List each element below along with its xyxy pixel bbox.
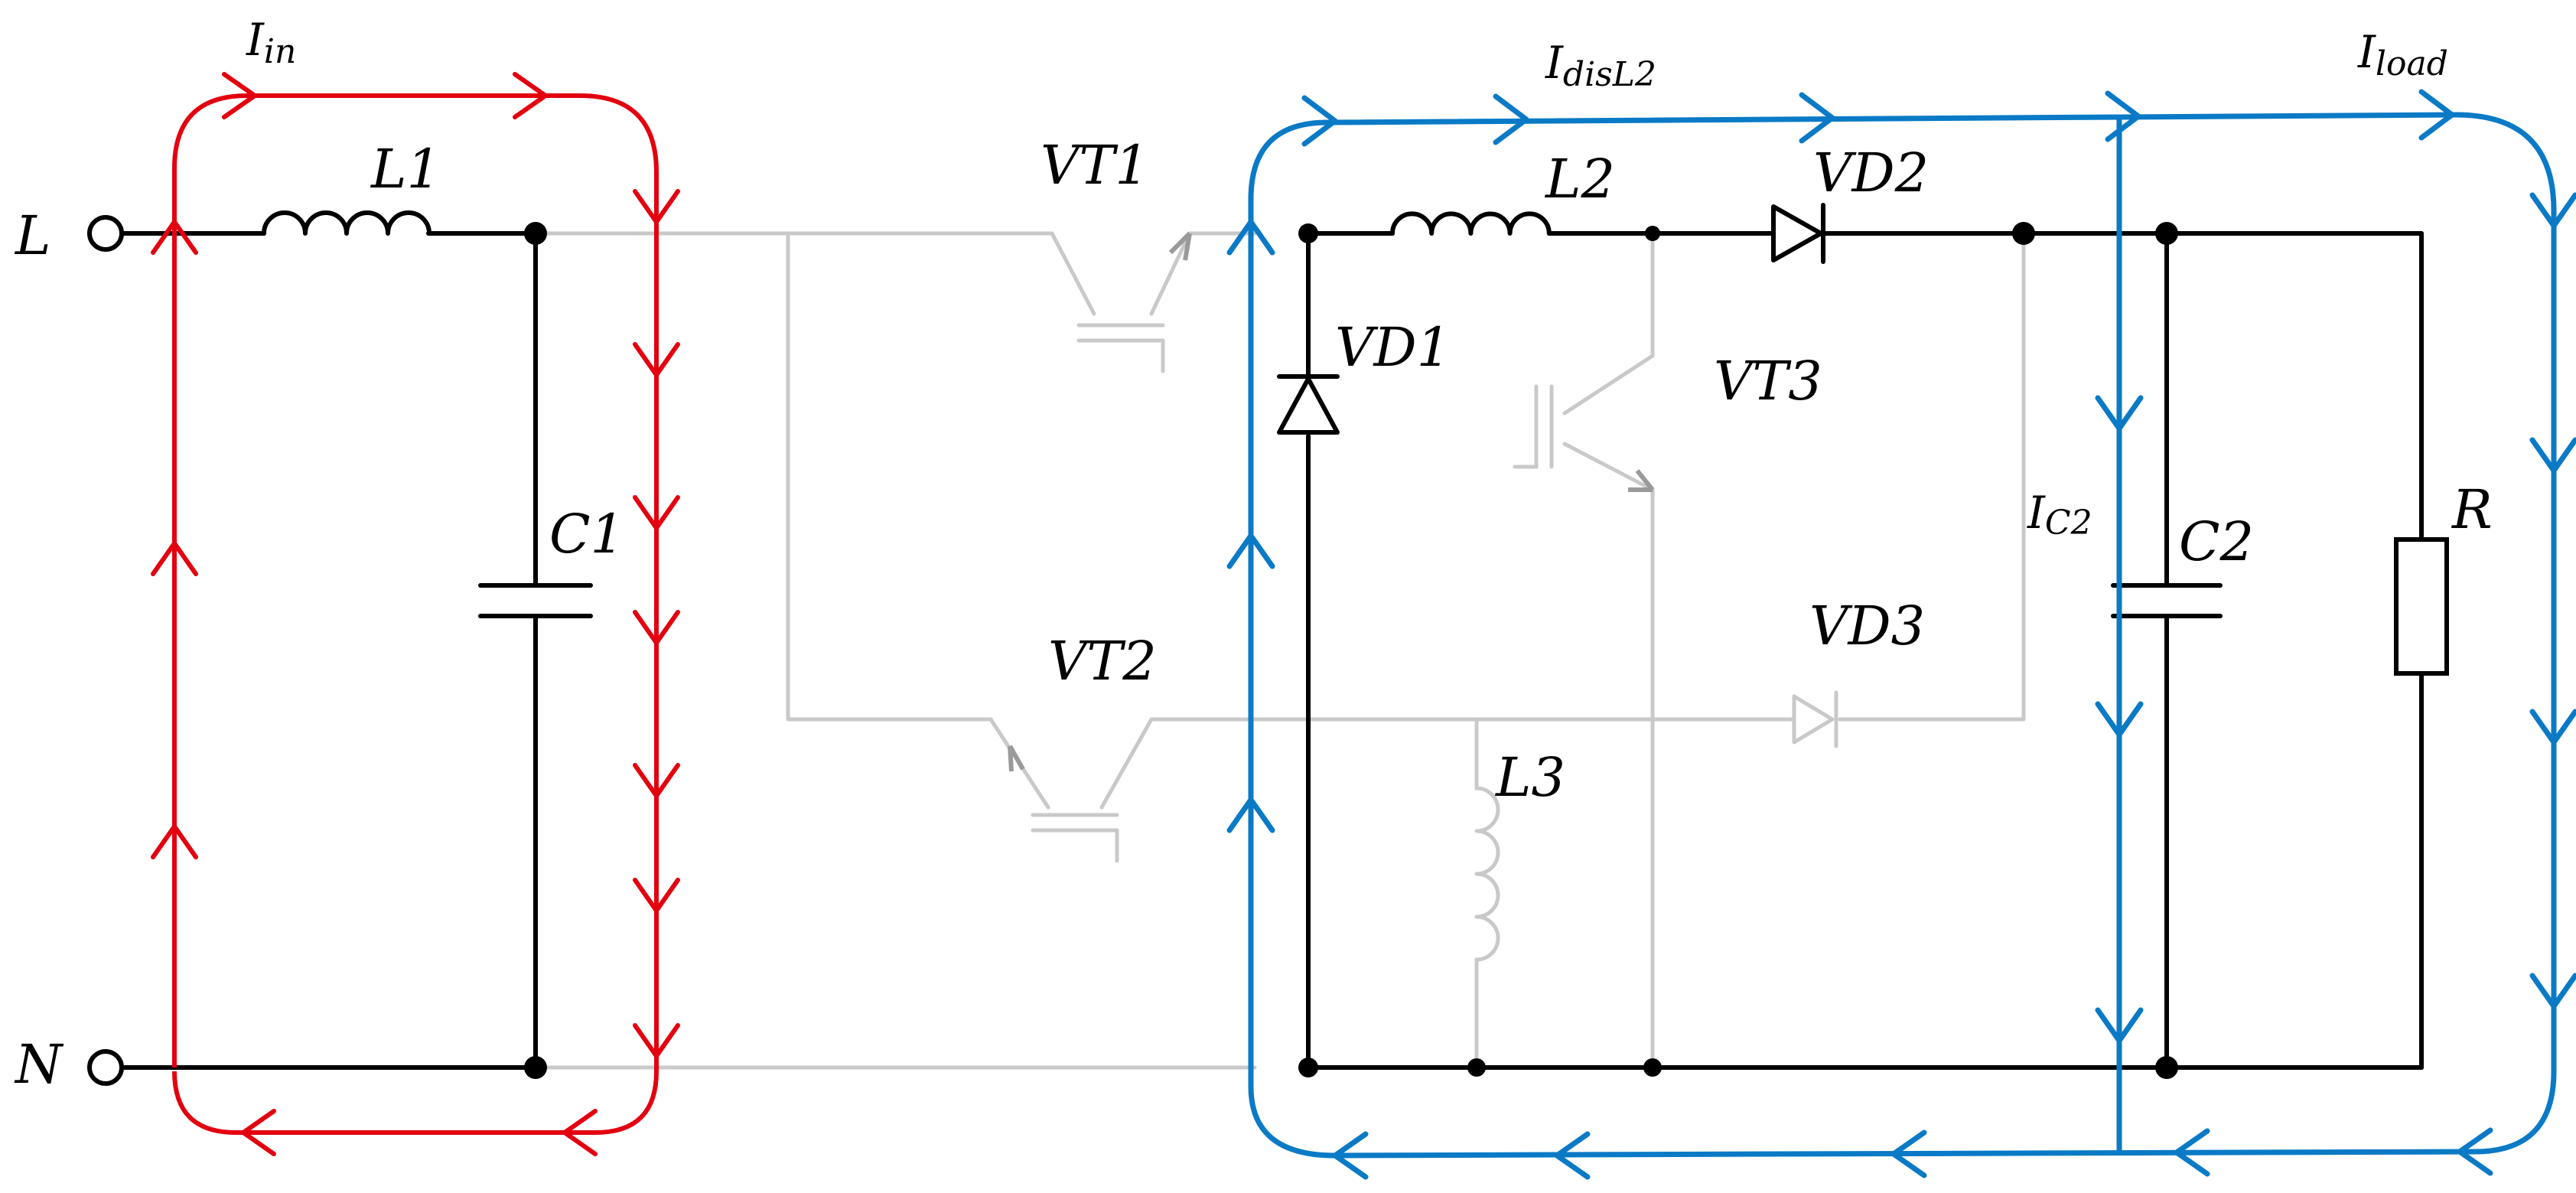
vt1-transistor bbox=[1050, 231, 1192, 373]
vt1-label: VT1 bbox=[1040, 134, 1149, 197]
discharge-current-loop bbox=[1226, 89, 2576, 1180]
c1-label: C1 bbox=[549, 503, 624, 566]
vd3-diode bbox=[1792, 690, 1838, 748]
l3-inductor bbox=[1474, 717, 1500, 1070]
l1-label: L1 bbox=[370, 138, 441, 200]
input-current-loop bbox=[151, 72, 680, 1156]
c2-capacitor bbox=[2111, 583, 2223, 618]
c1-capacitor bbox=[478, 583, 593, 618]
terminal-l-label: L bbox=[14, 204, 50, 267]
c2-label: C2 bbox=[2179, 510, 2254, 573]
vt2-transistor bbox=[988, 717, 1154, 863]
r-label: R bbox=[2451, 478, 2493, 541]
active-wiring bbox=[122, 231, 2424, 1070]
vt2-label: VT2 bbox=[1048, 630, 1157, 693]
iin-label: Iin bbox=[246, 14, 296, 71]
terminal-l bbox=[87, 215, 124, 252]
vt3-transistor bbox=[1513, 354, 1655, 492]
l1-inductor bbox=[262, 210, 432, 236]
iload-label: Iload bbox=[2357, 26, 2448, 83]
vd1-diode bbox=[1277, 374, 1340, 435]
ic2-label: IC2 bbox=[2027, 487, 2092, 543]
idisl2-label: IdisL2 bbox=[1545, 37, 1656, 94]
r-resistor bbox=[2394, 537, 2449, 676]
vd2-label: VD2 bbox=[1813, 142, 1929, 204]
l2-inductor bbox=[1390, 211, 1552, 236]
vd3-label: VD3 bbox=[1809, 595, 1925, 657]
terminal-n-label: N bbox=[14, 1033, 64, 1096]
l3-label: L3 bbox=[1494, 746, 1565, 809]
vd2-diode bbox=[1771, 203, 1825, 264]
junction-dots bbox=[524, 222, 2178, 1079]
vd1-label: VD1 bbox=[1335, 316, 1451, 379]
inactive-wiring bbox=[533, 231, 2026, 1070]
terminal-n bbox=[87, 1049, 124, 1086]
l2-label: L2 bbox=[1544, 148, 1615, 210]
vt3-label: VT3 bbox=[1714, 350, 1822, 412]
